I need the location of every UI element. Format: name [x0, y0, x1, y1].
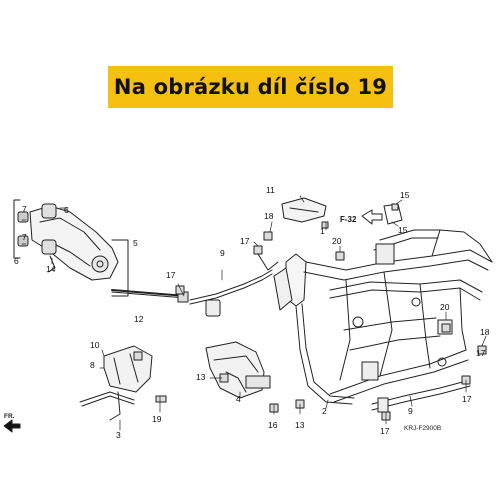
callout-6a: 6 — [64, 205, 69, 215]
callout-13a: 13 — [196, 372, 206, 382]
callout-20a: 20 — [332, 236, 342, 246]
reference-f32: F-32 — [340, 215, 357, 224]
banner-text: Na obrázku díl číslo 19 — [113, 75, 388, 99]
callout-4: 4 — [236, 394, 241, 404]
callout-numbers: 7 7 6 6 14 5 12 17 9 17 18 11 1 20 F-32 … — [4, 185, 490, 440]
engine-hanger-bracket — [13, 199, 129, 297]
callout-15b: 15 — [398, 225, 408, 235]
callout-16: 16 — [268, 420, 278, 430]
part-number-banner: Na obrázku díl číslo 19 — [108, 66, 393, 108]
callout-17e: 17 — [476, 348, 486, 358]
callout-17b: 17 — [240, 236, 250, 246]
callout-11: 11 — [266, 185, 275, 195]
leader-lines — [21, 195, 487, 431]
callout-8: 9 — [220, 248, 225, 258]
callout-9: 9 — [408, 406, 413, 416]
callout-17d: 17 — [462, 394, 472, 404]
callout-20b: 20 — [440, 302, 450, 312]
callout-7a: 7 — [22, 204, 27, 214]
callout-5: 5 — [133, 238, 138, 248]
cover-4 — [205, 341, 271, 399]
side-stay-9 — [371, 379, 471, 413]
callout-18b: 18 — [480, 327, 490, 337]
callout-1: 1 — [320, 226, 325, 236]
callout-15a: 15 — [400, 190, 410, 200]
callout-17c: 17 — [380, 426, 390, 436]
callout-7b: 7 — [22, 232, 27, 242]
callout-6b: 6 — [14, 256, 19, 266]
callout-13b: 13 — [295, 420, 305, 430]
main-frame-2 — [273, 229, 493, 405]
callout-18a: 18 — [264, 211, 274, 221]
callout-7c: 8 — [90, 360, 95, 370]
drawing-code: KRJ-F2900B — [404, 425, 441, 432]
callout-12: 12 — [134, 314, 144, 324]
callout-2: 2 — [322, 406, 327, 416]
callout-10: 10 — [90, 340, 100, 350]
callout-17a: 17 — [166, 270, 176, 280]
callout-14: 14 — [46, 264, 56, 274]
cover-11 — [281, 197, 327, 223]
front-arrow-icon — [3, 419, 21, 433]
front-label: FR. — [4, 413, 15, 420]
callout-3: 3 — [116, 430, 121, 440]
stay-pipe-8 — [189, 253, 279, 317]
callout-19: 19 — [152, 414, 162, 424]
